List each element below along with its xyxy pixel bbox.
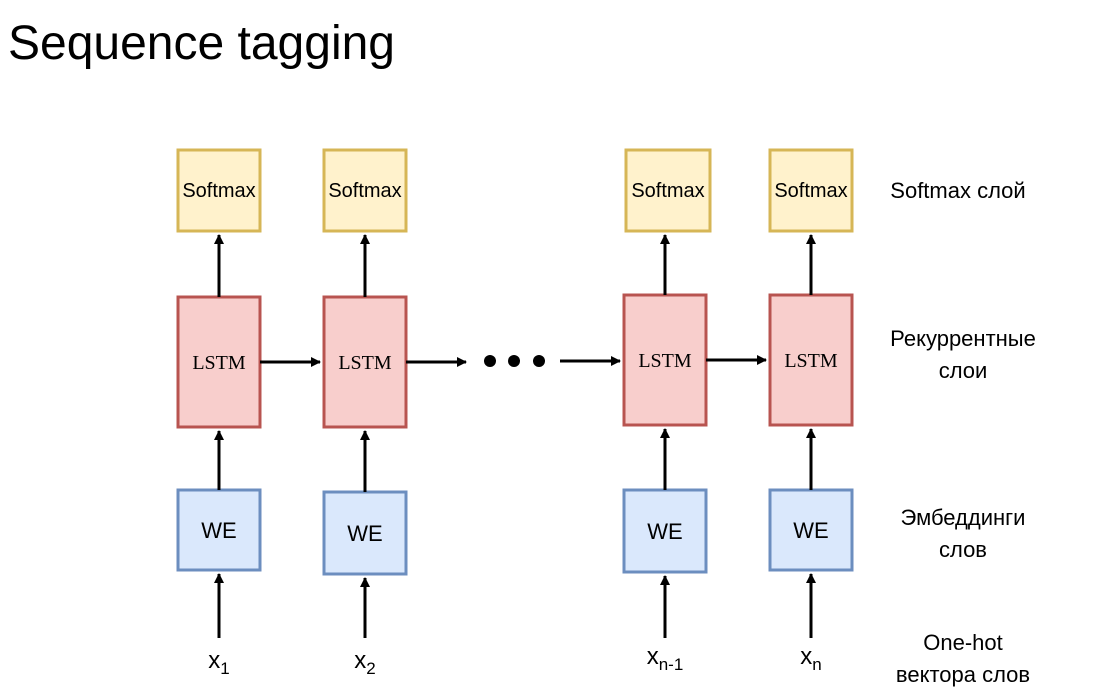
input-token-label: x1 bbox=[208, 647, 229, 678]
lstm-box-label: LSTM bbox=[192, 352, 246, 374]
we-box-label: WE bbox=[347, 521, 382, 546]
recurrent-arrows bbox=[260, 355, 767, 367]
input-token-label: xn bbox=[800, 643, 821, 674]
recurrent-layer-label-line2: слои bbox=[939, 358, 988, 383]
ellipsis-dots bbox=[484, 355, 545, 367]
we-box-label: WE bbox=[793, 518, 828, 543]
softmax-box-label: Softmax bbox=[328, 180, 401, 202]
dot bbox=[508, 355, 520, 367]
lstm-box bbox=[322, 295, 408, 429]
softmax-box bbox=[176, 148, 262, 233]
we-box bbox=[322, 490, 408, 576]
onehot-layer-label-line2: вектора слов bbox=[896, 662, 1030, 687]
softmax-layer-label: Softmax слой bbox=[890, 178, 1025, 203]
softmax-box bbox=[768, 148, 854, 233]
lstm-box-label: LSTM bbox=[338, 352, 392, 374]
dot bbox=[484, 355, 496, 367]
recurrent-layer-label-line1: Рекуррентные bbox=[890, 326, 1036, 351]
softmax-box bbox=[624, 148, 712, 233]
layer-labels: Softmax слой Рекуррентные слои Эмбеддинг… bbox=[890, 178, 1036, 687]
softmax-box-label: Softmax bbox=[631, 180, 704, 202]
embedding-layer-label-line2: слов bbox=[939, 537, 987, 562]
onehot-layer-label-line1: One-hot bbox=[923, 630, 1003, 655]
output-arrows bbox=[214, 234, 816, 297]
column-3: Softmax LSTM WE xn-1 bbox=[622, 148, 712, 674]
embedding-layer-label-line1: Эмбеддинги bbox=[901, 505, 1026, 530]
input-arrows bbox=[214, 573, 816, 638]
lstm-box-label: LSTM bbox=[638, 350, 692, 372]
input-token-label: xn-1 bbox=[647, 643, 684, 674]
input-token-label: x2 bbox=[354, 647, 375, 678]
embedding-arrows bbox=[214, 428, 816, 492]
softmax-box-label: Softmax bbox=[182, 180, 255, 202]
column-2: Softmax LSTM WE x2 bbox=[322, 148, 408, 678]
softmax-box bbox=[322, 148, 408, 233]
lstm-box-label: LSTM bbox=[784, 350, 838, 372]
lstm-box bbox=[768, 293, 854, 427]
we-box-label: WE bbox=[201, 518, 236, 543]
page-title: Sequence tagging bbox=[8, 17, 395, 70]
we-box bbox=[176, 488, 262, 572]
we-box-label: WE bbox=[647, 519, 682, 544]
dot bbox=[533, 355, 545, 367]
softmax-box-label: Softmax bbox=[774, 180, 847, 202]
